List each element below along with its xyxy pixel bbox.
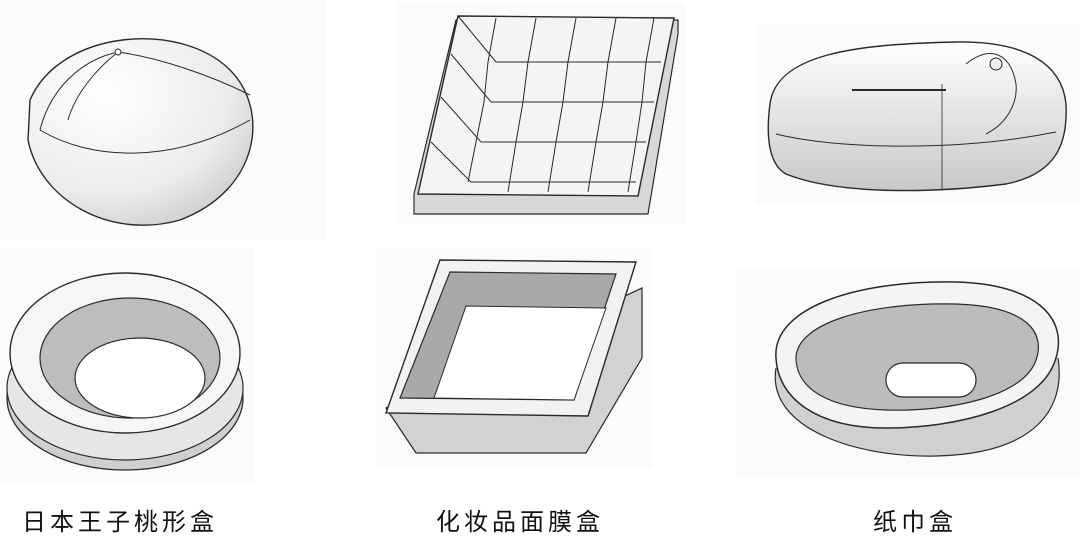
dome-shape [27,38,254,226]
hex-pattern [430,15,661,193]
caption-mask-box: 化妆品面膜盒 [436,508,604,536]
peach-box-lid-render [0,0,326,240]
peach-box-base-render [0,248,254,484]
mask-box-lid-render [396,2,686,224]
caption-peach-box: 日本王子桃形盒 [22,508,218,536]
tissue-box-lid-render [756,24,1080,204]
lid-top [417,15,675,197]
tissue-lid-body [767,41,1067,192]
dispenser-opening [885,362,977,398]
dome-tip [114,48,122,56]
mask-box-base-render [376,248,652,468]
caption-tissue-box: 纸巾盒 [873,508,957,536]
dispenser-knob [989,57,1003,71]
tissue-box-base-render [736,268,1080,478]
